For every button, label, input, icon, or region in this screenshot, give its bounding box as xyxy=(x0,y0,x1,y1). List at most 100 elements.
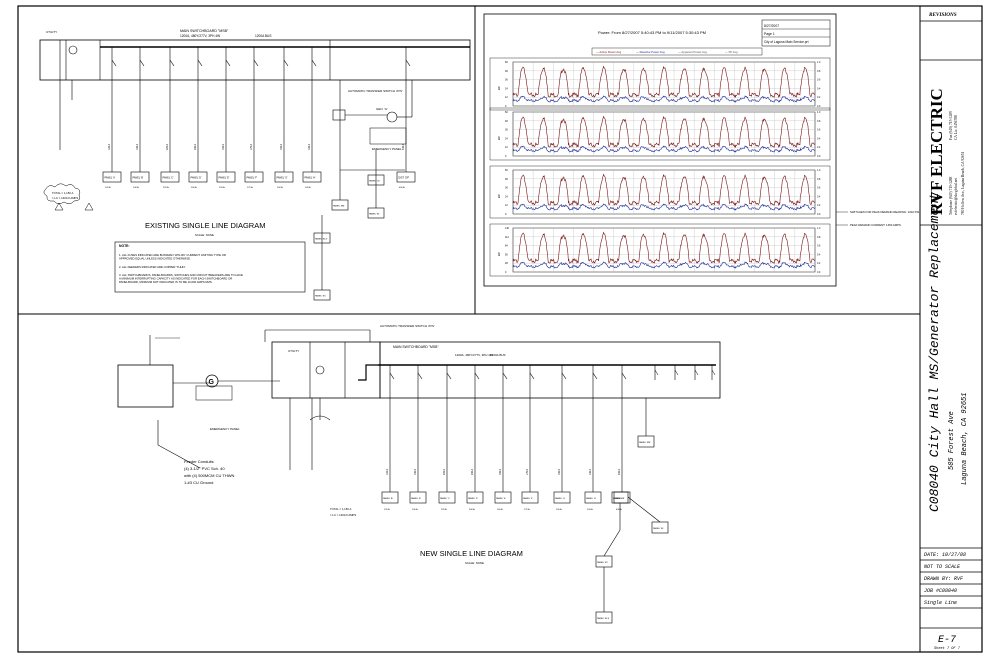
y2-tick-label: 0.6 xyxy=(817,79,821,82)
chart-side-note-1: SWITCHES FOR PEAK DEMAND READING: 1202 K… xyxy=(850,210,920,214)
panel-value: 200 A xyxy=(469,508,475,511)
feeder-rating: 150 A xyxy=(222,143,225,150)
existing-ats-label: AUTOMATIC TRANSFER SWITCH 'ATS' xyxy=(348,89,403,93)
breaker-icon xyxy=(197,59,203,67)
company-address-line: 780 Hollow Ave., Laguna Beach, CA 92651 xyxy=(961,151,966,215)
breaker-icon xyxy=(225,59,231,67)
panel-label: PANEL 'D' xyxy=(468,497,479,500)
panel-value: 150 A xyxy=(556,508,562,511)
panel-value: 400 A xyxy=(399,186,405,189)
y-tick-label: 36 xyxy=(505,187,508,190)
y2-tick-label: 1.0 xyxy=(817,169,821,172)
breaker-icon xyxy=(169,59,175,67)
panel-box xyxy=(396,171,416,183)
panel-label: PANEL 'G' xyxy=(555,497,566,500)
new-ats-label: AUTOMATIC TRANSFER SWITCH 'ATS' xyxy=(380,324,435,328)
panel-label: PANEL 'B' xyxy=(411,497,421,500)
emergency-panel-label: EMERGENCY PANEL xyxy=(372,147,402,151)
panel-value: 120 A xyxy=(105,186,111,189)
panel-value: 225 A xyxy=(441,508,447,511)
company-address-line: Fax (949) 715-3289 xyxy=(949,111,953,140)
breaker-icon xyxy=(474,372,480,380)
y-tick-label: 112 xyxy=(505,236,509,239)
y2-tick-label: 0.4 xyxy=(817,87,821,90)
panel-label: PANEL 'G' xyxy=(277,177,289,180)
panel-label: PANEL 'H' xyxy=(305,177,316,180)
breaker-icon xyxy=(502,372,508,380)
feeder-rating: 225 A xyxy=(166,143,169,150)
new-single-line-diagram: G EMERGENCY PANEL AUTOMATIC TRANSFER SWI… xyxy=(117,324,721,624)
y-axis-label: kW xyxy=(497,252,501,256)
chart-header-page: Page 1 xyxy=(764,32,775,36)
sheet-title: Single Line xyxy=(924,600,957,606)
y-axis-label: kW xyxy=(497,86,501,90)
sheet-of: Sheet 7 OF 7 xyxy=(934,646,961,651)
drawing-date: DATE: 10/27/08 xyxy=(924,552,966,558)
drawn-by: DRAWN BY: RVF xyxy=(924,576,964,582)
panel-value: 225 A xyxy=(163,186,169,189)
y-tick-label: 84 xyxy=(505,245,508,248)
series-reactive-power xyxy=(512,261,816,269)
y-tick-label: 60 xyxy=(505,61,508,64)
panel-box xyxy=(466,491,484,504)
breaker-icon xyxy=(139,59,145,67)
series-active-power xyxy=(512,173,816,207)
panel-box xyxy=(584,491,602,504)
series-reactive-power xyxy=(512,95,816,103)
panel-box xyxy=(160,171,180,183)
new-switchboard-info: 1200A, 480Y/277V, 3PH 4W xyxy=(455,353,493,357)
emergency-panel-label: PANEL 'EM' xyxy=(333,205,345,208)
breaker-icon xyxy=(311,59,317,67)
new-total: TOTAL = 1,150 A xyxy=(330,507,351,511)
y-tick-label: 0 xyxy=(505,271,507,274)
project-title: C08040 City Hall MS/Generator Replacemen… xyxy=(927,192,942,512)
feeder-note-line: with (4) 500MCM CU THWN xyxy=(184,473,234,478)
panel-label: PANEL 'E' xyxy=(219,177,230,180)
chart-header-box xyxy=(761,19,831,47)
existing-emergency-panels: PANEL 'EM'PANEL 'LS'PANEL 'EL'PANEL 'ELS… xyxy=(313,150,385,301)
panel-box xyxy=(130,171,150,183)
panel-label: PANEL 'J' xyxy=(615,497,625,500)
panel-value: 150 A xyxy=(277,186,283,189)
panel-label: PANEL 'A' xyxy=(105,177,116,180)
y2-tick-label: 1.0 xyxy=(817,111,821,114)
breaker-icon xyxy=(446,372,452,380)
legend-pf: — PF Avg xyxy=(725,50,738,54)
panel-value: 100 A xyxy=(412,508,418,511)
breaker-icon xyxy=(529,372,535,380)
y2-tick-label: 0.2 xyxy=(817,262,821,265)
emergency-panel-label: PANEL 'EM' xyxy=(639,441,651,444)
breaker-icon xyxy=(389,372,395,380)
delta-icon xyxy=(54,202,64,211)
feeder-rating: 150 A xyxy=(558,468,561,475)
panel-value: 150 A xyxy=(497,508,503,511)
chart-side-note-2: PEAK DEMAND CURRENT: 1450 AMPS xyxy=(850,223,901,227)
breaker-icon xyxy=(283,59,289,67)
y-axis-label: kW xyxy=(497,136,501,140)
y2-tick-label: 0.2 xyxy=(817,146,821,149)
feeder-rating: 400 A xyxy=(402,143,405,150)
feeder-rating: 225 A xyxy=(443,468,446,475)
feeder-rating: 100 A xyxy=(589,468,592,475)
existing-lc: = LC = 1400.0 AMPS xyxy=(52,196,78,200)
breaker-icon xyxy=(417,372,423,380)
feeder-rating: 120 A xyxy=(386,468,389,475)
legend-apparent: — Apparent Power Avg xyxy=(678,50,707,54)
existing-switchboard-info: 1200A, 480Y/277V, 3PH 4W xyxy=(180,34,220,38)
legend-active: — Active Power Avg xyxy=(596,50,622,54)
new-distribution-enclosure xyxy=(379,341,721,399)
breaker-icon xyxy=(621,372,627,380)
y-tick-label: 0 xyxy=(505,213,507,216)
y2-tick-label: 0.0 xyxy=(817,155,821,158)
panel-box xyxy=(438,491,456,504)
panel-label: PANEL 'C' xyxy=(440,497,451,500)
chart-panel-frame xyxy=(489,107,831,161)
y-tick-label: 48 xyxy=(505,70,508,73)
feeder-note-line: 1-#3 CU Ground xyxy=(184,480,213,485)
feeder-rating: 175 A xyxy=(250,143,253,150)
series-reactive-power xyxy=(512,203,816,211)
generator-letter-icon: G xyxy=(209,379,215,386)
revisions-heading: REVISIONS xyxy=(929,12,957,18)
company-address-line: CA Lic. #456788 xyxy=(954,115,958,140)
